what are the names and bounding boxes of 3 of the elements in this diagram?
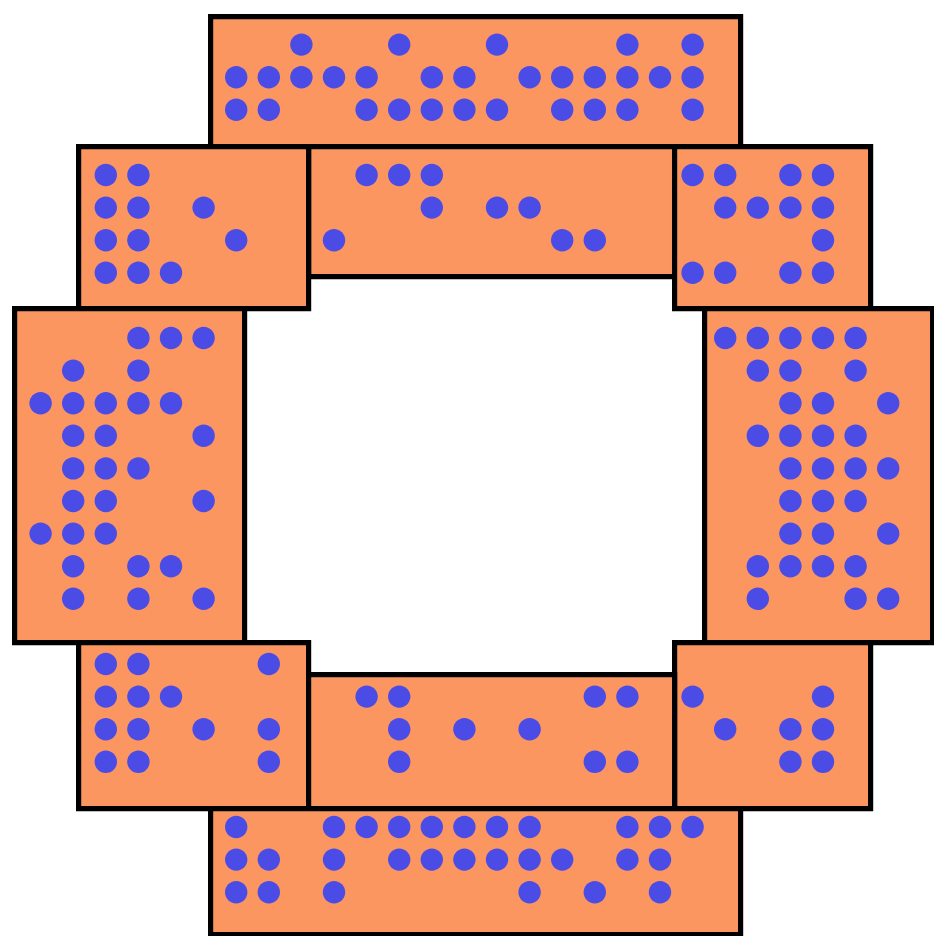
box bbox=[306, 144, 678, 280]
box bbox=[306, 672, 678, 812]
box bbox=[672, 640, 874, 812]
